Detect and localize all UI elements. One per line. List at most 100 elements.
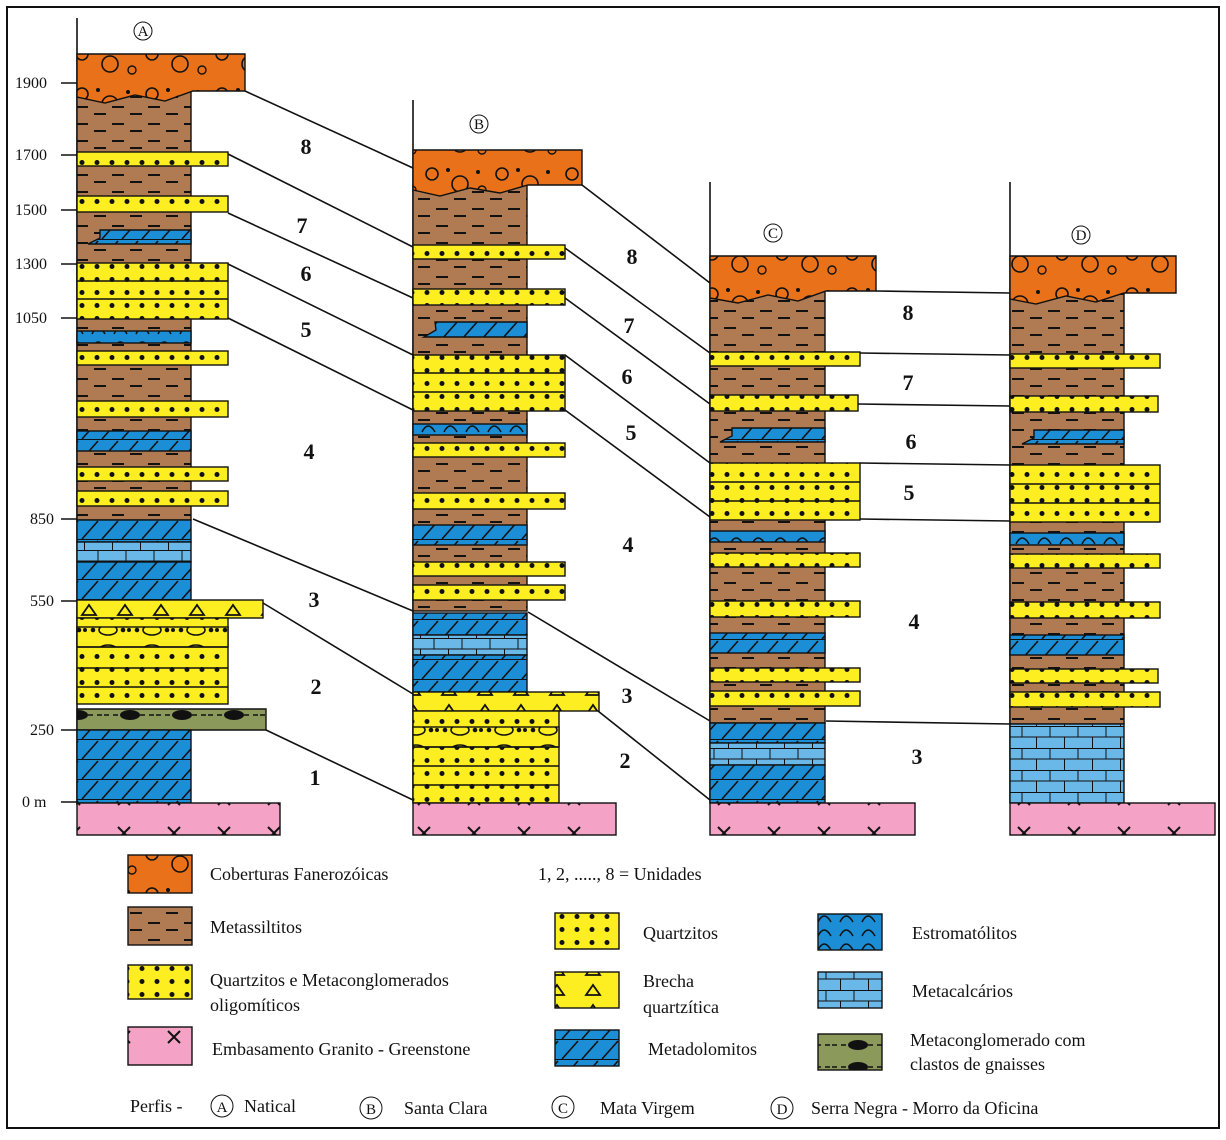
quartzite-bed (76, 466, 229, 482)
quartzite-bed (412, 244, 566, 260)
unit-label-c-3: 3 (912, 744, 923, 769)
metaconglomerate-layer (76, 708, 267, 731)
legend-swatch-basement (127, 1026, 193, 1066)
dolomite-bed (1009, 634, 1125, 656)
correlation-line (192, 518, 414, 612)
footer-profile-a-name: Natical (244, 1096, 296, 1116)
quartzite-bed (76, 151, 229, 167)
quartzite-bed (709, 600, 861, 618)
dolomite-layer (76, 729, 192, 804)
correlation-line (227, 317, 414, 411)
legend-swatch-metaconglomerate (817, 1033, 883, 1071)
cover-layer (709, 255, 877, 304)
dolomite-layer (76, 519, 192, 543)
marker-circle (763, 223, 783, 243)
marker-d: D (1076, 228, 1087, 244)
dolomite-lens (421, 321, 528, 338)
scale-label-1500: 1500 (15, 202, 47, 219)
legend-label-qz-conglomerate-2: oligomíticos (210, 995, 300, 1015)
legend-label-quartzite: Quartzitos (643, 923, 718, 943)
correlation-line (262, 602, 414, 695)
unit-label-b-7: 7 (624, 313, 635, 338)
scale-label-0m: 0 m (22, 794, 47, 811)
dolomite-lens (87, 229, 192, 245)
quartzite-unit (76, 262, 229, 320)
footer-marker-circle (359, 1096, 383, 1120)
correlation-line (227, 212, 414, 299)
dolomite-layer (76, 561, 192, 601)
unit-label-b-3: 3 (622, 683, 633, 708)
unit-label-c-5: 5 (904, 480, 915, 505)
footer-marker-circle (210, 1094, 234, 1118)
dolomite-layer (709, 764, 826, 804)
legend-label-siltite: Metassiltitos (210, 917, 302, 937)
quartzite-bed (1009, 601, 1161, 619)
profiles-footer-label: Perfis - (130, 1096, 183, 1116)
unit-label-a-5: 5 (301, 317, 312, 342)
quartzite-bed (412, 492, 566, 510)
scale-label-1700: 1700 (15, 147, 47, 164)
legend-swatch-quartzite (554, 912, 620, 950)
quartzite-bed (709, 351, 861, 367)
legend-swatch-stromatolite (817, 913, 883, 951)
quartzite-bed (412, 561, 566, 577)
footer-marker-c: C (558, 1101, 568, 1117)
quartzite-bed (709, 690, 861, 707)
footer-marker-circle (551, 1095, 575, 1119)
limestone-layer (76, 541, 192, 563)
quartzite-bed (1009, 353, 1161, 369)
correlation-line (564, 297, 711, 405)
basement-layer (709, 802, 916, 836)
quartzite-bed (1009, 668, 1159, 684)
legend-label-metaconglomerate-2: clastos de gnaisses (910, 1054, 1045, 1074)
legend-label-basement: Embasamento Granito - Greenstone (212, 1039, 470, 1059)
dolomite-layer (709, 722, 826, 744)
column-b (412, 100, 617, 836)
scale-label-1300: 1300 (15, 256, 47, 273)
limestone-layer (412, 634, 528, 656)
correlation-line (875, 290, 1011, 294)
quartzite-unit (1009, 464, 1161, 523)
legend-swatch-breccia (554, 971, 620, 1009)
unit-numbers: 8 7 6 5 4 3 2 1 8 7 6 5 4 3 2 8 7 6 5 4 … (297, 134, 923, 790)
legend-units-note: 1, 2, ....., 8 = Unidades (538, 864, 702, 884)
limestone-layer (1009, 723, 1125, 804)
legend-swatch-cover (127, 854, 193, 894)
unit-label-c-7: 7 (903, 370, 914, 395)
quartzite-unit (709, 462, 861, 521)
dolomite-layer (412, 612, 528, 636)
legend-swatch-siltite (127, 906, 193, 946)
quartzite-unit (412, 354, 566, 412)
footer-marker-b: B (366, 1102, 376, 1118)
legend-label-stromatolite: Estromatólitos (912, 923, 1017, 943)
correlation-line (227, 153, 414, 248)
correlation-line (564, 247, 711, 354)
correlation-line (227, 263, 414, 356)
quartzite-bed (709, 394, 859, 412)
unit-label-a-7: 7 (297, 213, 308, 238)
correlation-line (564, 354, 711, 464)
legend-swatches (127, 854, 883, 1071)
scale-label-850: 850 (30, 511, 54, 528)
correlation-line (859, 518, 1011, 522)
quartzite-bed (76, 350, 229, 366)
marker-circle (1071, 225, 1091, 245)
footer-marker-d: D (777, 1102, 788, 1118)
marker-circle (133, 21, 153, 41)
quartzite-bed (76, 490, 229, 507)
legend-label-cover: Coberturas Fanerozóicas (210, 864, 388, 884)
scale-label-1050: 1050 (15, 310, 47, 327)
unit-label-b-5: 5 (626, 420, 637, 445)
unit-label-a-3: 3 (309, 587, 320, 612)
depth-scale: 1900 1700 1500 1300 1050 850 550 250 0 m (15, 18, 78, 811)
quartzite-bed (412, 442, 566, 458)
quartzite-bed (1009, 553, 1161, 569)
marker-c: C (768, 226, 778, 242)
dolomite-bed (412, 524, 528, 546)
legend-label-breccia-1: Brecha (643, 971, 694, 991)
marker-a: A (138, 24, 149, 40)
correlation-line (244, 90, 414, 169)
column-c (709, 182, 916, 836)
legend-swatch-limestone (817, 971, 883, 1009)
